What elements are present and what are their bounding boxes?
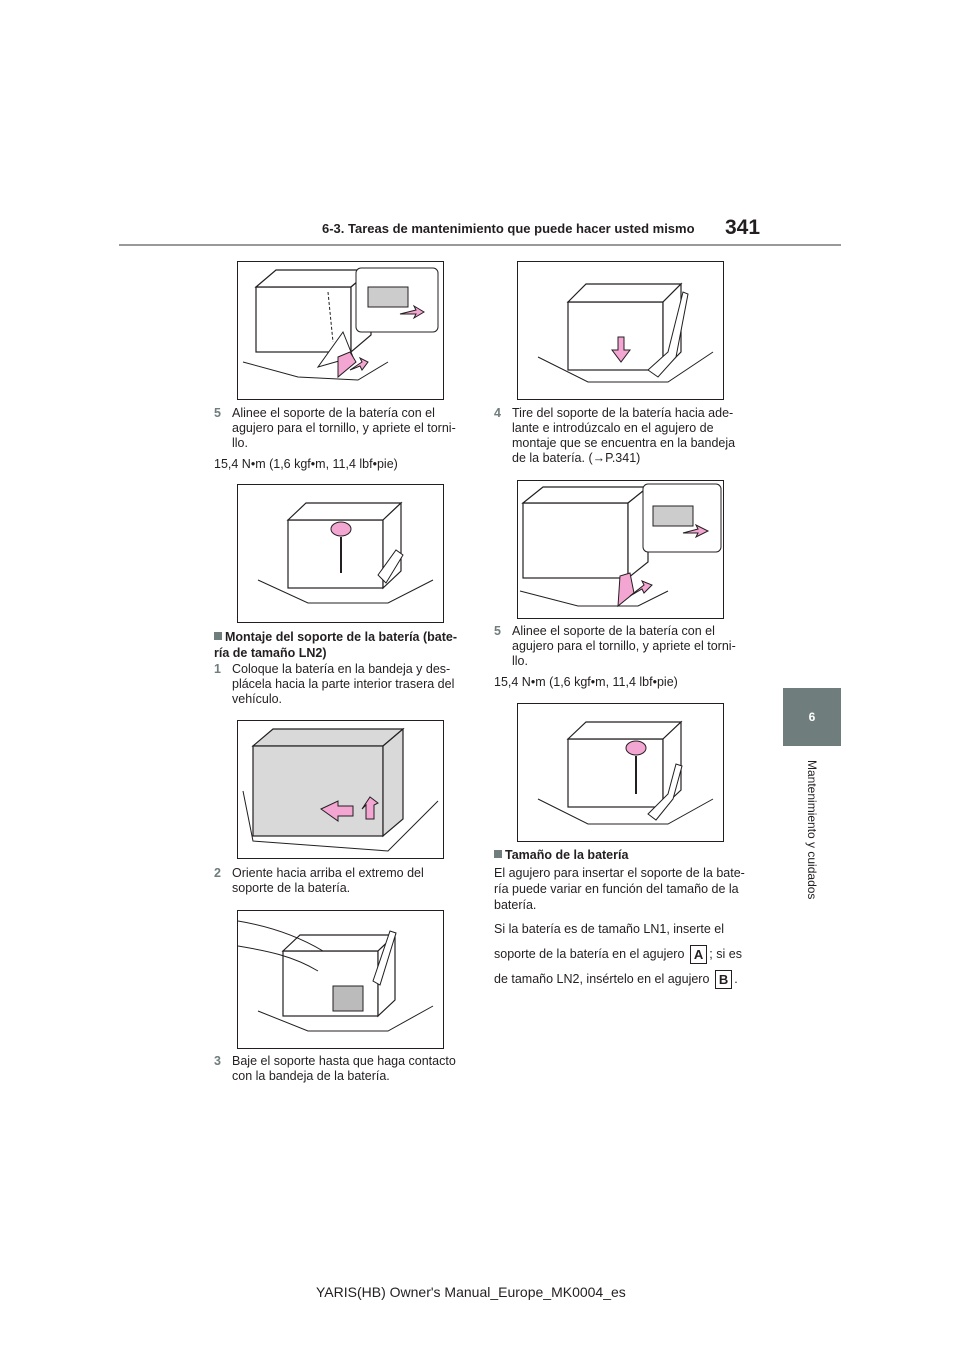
step-number: 3 <box>214 1054 221 1068</box>
step-4-right: 4 Tire del soporte de la batería hacia a… <box>494 406 744 466</box>
step-number: 5 <box>214 406 221 420</box>
step-text: Alinee el soporte de la batería con el a… <box>512 624 736 668</box>
step-number: 5 <box>494 624 501 638</box>
page-number: 341 <box>725 216 761 239</box>
step-number: 4 <box>494 406 501 420</box>
para2-text-a: Si la batería es de tamaño LN1, inserte … <box>494 922 724 961</box>
bracket-raise-illustration <box>238 920 434 1032</box>
step-text: Oriente hacia arriba el extremo del sopo… <box>232 866 424 895</box>
chapter-tab: 6 <box>783 688 841 746</box>
battery-bolt-illustration-right <box>537 720 714 825</box>
section-title: 6-3. Tareas de mantenimiento que puede h… <box>322 221 695 236</box>
section-heading-ln2: Montaje del soporte de la batería (bate-… <box>214 629 466 661</box>
step-3-left: 3 Baje el soporte hasta que haga contact… <box>214 1054 464 1084</box>
step-text: Tire del soporte de la batería hacia ade… <box>512 406 736 465</box>
step-2-left: 2 Oriente hacia arriba el extremo del so… <box>214 866 464 896</box>
step-number: 2 <box>214 866 221 880</box>
chapter-label: Mantenimiento y cuidados <box>805 760 819 900</box>
size-paragraph-1: El agujero para insertar el soporte de l… <box>494 866 745 912</box>
step-number: 1 <box>214 662 221 676</box>
heading-text: Montaje del soporte de la batería (bate-… <box>214 630 457 660</box>
battery-bolt-illustration <box>257 501 434 604</box>
step-text: Alinee el soporte de la batería con el a… <box>232 406 456 450</box>
header-divider <box>119 244 841 246</box>
figure-bracket-insert-ln1 <box>237 261 444 400</box>
figure-battery-slide <box>237 720 444 859</box>
heading-bullet-icon <box>494 850 502 858</box>
step-5-right: 5 Alinee el soporte de la batería con el… <box>494 624 744 669</box>
figure-bolt-tighten-left <box>237 484 444 623</box>
heading-bullet-icon <box>214 632 222 640</box>
figure-bracket-raise <box>237 910 444 1049</box>
step-text: Coloque la batería en la bandeja y des-p… <box>232 662 455 706</box>
figure-bolt-tighten-right <box>517 703 724 842</box>
section-heading-size: Tamaño de la batería <box>494 847 746 863</box>
heading-text: Tamaño de la batería <box>505 848 629 862</box>
battery-slide-illustration <box>242 727 439 852</box>
figure-bracket-insert-ln2 <box>517 480 724 619</box>
para2-text-c: . <box>734 972 738 986</box>
torque-spec-left: 15,4 N•m (1,6 kgf•m, 11,4 lbf•pie) <box>214 457 398 471</box>
hole-b-label: B <box>714 970 733 990</box>
para2-text-b: ; si es de tamaño LN2, insértelo en el a… <box>494 947 742 986</box>
bracket-pull-illustration <box>537 282 714 383</box>
figure-bracket-pull <box>517 261 724 400</box>
step-1-left: 1 Coloque la batería en la bandeja y des… <box>214 662 464 707</box>
step-5-left: 5 Alinee el soporte de la batería con el… <box>214 406 464 451</box>
hole-a-label: A <box>689 945 708 965</box>
size-paragraph-2: Si la batería es de tamaño LN1, inserte … <box>494 917 746 992</box>
bracket-insert-illustration <box>519 483 722 608</box>
step-text: Baje el soporte hasta que haga contacto … <box>232 1054 456 1083</box>
chapter-number: 6 <box>808 710 816 724</box>
torque-spec-right: 15,4 N•m (1,6 kgf•m, 11,4 lbf•pie) <box>494 675 678 689</box>
manual-footer: YARIS(HB) Owner's Manual_Europe_MK0004_e… <box>316 1284 626 1300</box>
battery-bracket-illustration <box>242 267 439 381</box>
